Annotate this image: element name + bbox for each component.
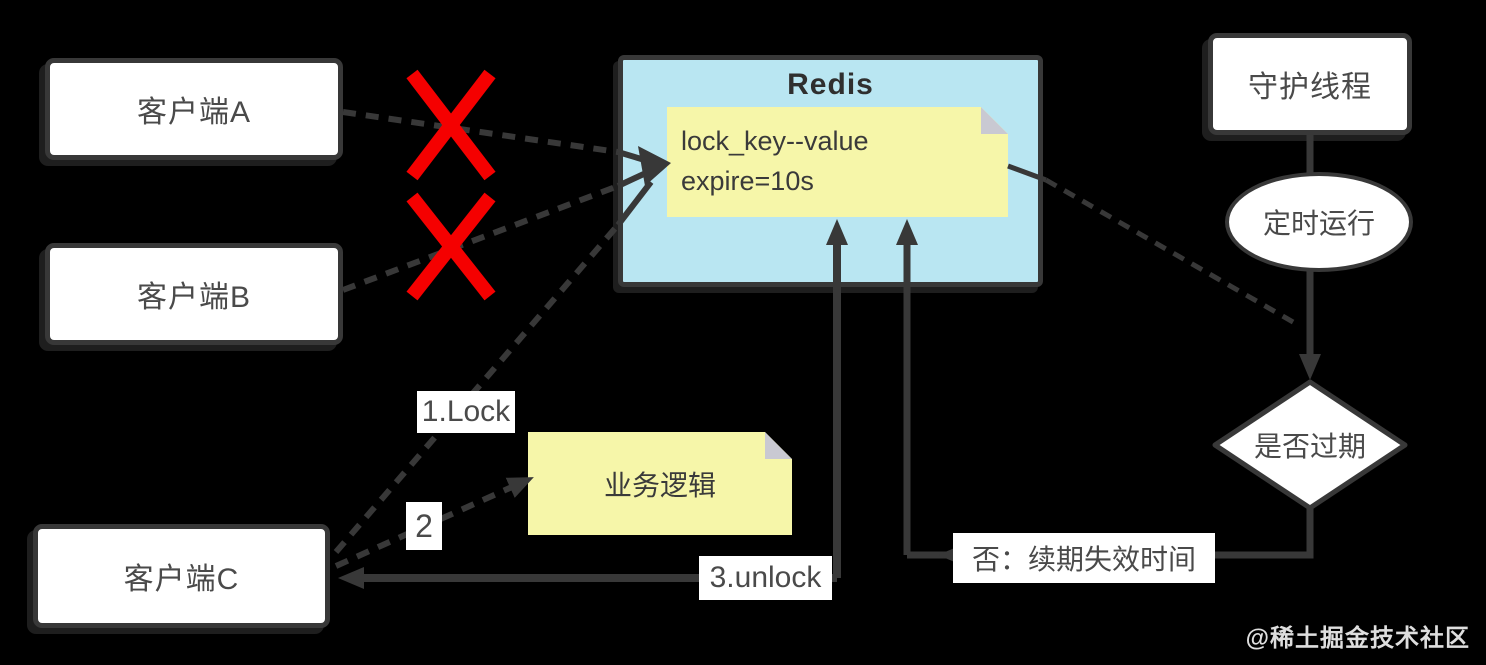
node-timer-run: 定时运行 bbox=[1225, 172, 1413, 272]
edge-client-b-to-redis bbox=[341, 169, 650, 293]
reject-x-client-a bbox=[406, 69, 496, 181]
redis-title: Redis bbox=[787, 68, 874, 101]
node-client-a-label: 客户端A bbox=[136, 96, 251, 129]
watermark: @稀土掘金技术社区 bbox=[1245, 625, 1470, 652]
daemon-thread-label: 守护线程 bbox=[1248, 71, 1372, 104]
node-daemon-thread: 守护线程 bbox=[1208, 33, 1412, 135]
edge-label-step2: 2 bbox=[406, 502, 442, 550]
node-client-b: 客户端B bbox=[45, 243, 343, 345]
edge-label-renew: 否：续期失效时间 bbox=[953, 533, 1215, 583]
edge-label-unlock: 3.unlock bbox=[699, 556, 832, 600]
lock-note-line1: lock_key--value bbox=[681, 126, 869, 156]
expire-check-label: 是否过期 bbox=[1253, 431, 1366, 462]
lock-note: lock_key--value expire=10s bbox=[667, 107, 1008, 217]
lock-note-line2: expire=10s bbox=[681, 166, 814, 196]
reject-x-client-b bbox=[406, 192, 496, 301]
business-logic-label: 业务逻辑 bbox=[603, 469, 716, 501]
timer-run-label: 定时运行 bbox=[1262, 208, 1375, 239]
note-fold-corner bbox=[765, 432, 792, 459]
node-client-b-label: 客户端B bbox=[136, 281, 251, 314]
node-client-a: 客户端A bbox=[45, 58, 343, 160]
business-logic-note: 业务逻辑 bbox=[528, 432, 792, 535]
edge-label-lock: 1.Lock bbox=[417, 391, 515, 433]
node-client-c-label: 客户端C bbox=[123, 563, 240, 596]
edge-client-a-to-redis bbox=[342, 109, 649, 164]
node-client-c: 客户端C bbox=[33, 524, 330, 628]
